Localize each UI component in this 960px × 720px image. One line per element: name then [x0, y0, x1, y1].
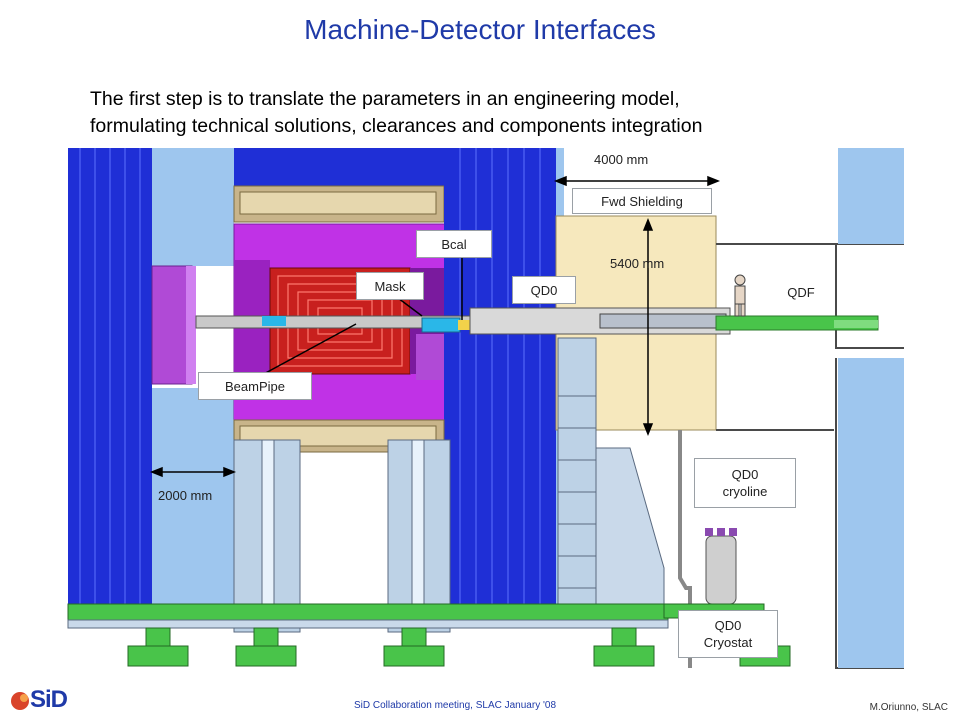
feet	[127, 627, 791, 667]
mask-label: Mask	[356, 272, 424, 300]
subtitle-line-1: The first step is to translate the param…	[90, 88, 680, 110]
detector-drawing	[67, 148, 904, 669]
floor-base	[67, 619, 669, 629]
left-upper-lightblue	[152, 148, 234, 266]
qd0-cryostat-label-line2: Cryostat	[703, 635, 753, 650]
bcal-element	[421, 317, 461, 333]
qd0-coil	[599, 313, 727, 329]
sid-logo-text: SiD	[30, 686, 68, 713]
leader-lines	[259, 252, 463, 377]
left-endcap-rim	[186, 266, 196, 384]
slide-subtitle: The first step is to translate the param…	[90, 86, 930, 140]
qd0-cryoline-label-line2: cryoline	[722, 484, 768, 499]
dim-2000: 2000 mm	[158, 488, 213, 503]
floor-rail	[67, 603, 669, 621]
cryostat-caps	[705, 528, 737, 536]
right-yoke-lines	[459, 148, 541, 628]
shielding-column	[557, 337, 597, 619]
sid-logo	[11, 692, 29, 710]
dim-4000: 4000 mm	[594, 152, 649, 167]
slide-title: Machine-Detector Interfaces	[304, 14, 656, 45]
right-wall-block	[838, 358, 904, 668]
qd0-label: QD0	[512, 276, 576, 304]
subtitle-line-2: formulating technical solutions, clearan…	[90, 115, 703, 137]
mask-element	[458, 320, 470, 330]
top-coil-inner	[239, 191, 437, 215]
footer-author: M.Oriunno, SLAC	[869, 702, 948, 713]
dimension-lines	[149, 175, 721, 478]
qd0-cryostat-label-line1: QD0	[714, 618, 742, 633]
wedge-support	[595, 447, 665, 619]
qdf-end	[834, 320, 878, 328]
dim-5400: 5400 mm	[610, 256, 665, 271]
right-upper-block	[838, 148, 904, 244]
person-icon	[734, 274, 746, 317]
left-lower-lightblue	[152, 388, 234, 628]
qd0-cryoline-label-line1: QD0	[731, 467, 759, 482]
detector-diagram: Fwd Shielding Bcal Mask QD0 QDF BeamPipe…	[0, 148, 960, 688]
beampipe-segment	[262, 316, 286, 326]
left-yoke-lines	[79, 148, 141, 628]
top-blue-band	[234, 148, 444, 186]
bcal-label: Bcal	[416, 230, 492, 258]
beampipe-label: BeamPipe	[198, 372, 312, 400]
qd0-cryoline-label: QD0 cryoline	[694, 458, 796, 508]
qd0-cryostat-label: QD0 Cryostat	[678, 610, 778, 658]
cryostat-body	[705, 535, 737, 605]
support-leg-inner	[261, 439, 425, 633]
qdf-label: QDF	[787, 284, 815, 300]
fwd-shielding-label: Fwd Shielding	[572, 188, 712, 214]
footer-meeting: SiD Collaboration meeting, SLAC January …	[353, 700, 557, 711]
right-yoke	[444, 148, 556, 628]
left-endcap	[151, 265, 193, 385]
